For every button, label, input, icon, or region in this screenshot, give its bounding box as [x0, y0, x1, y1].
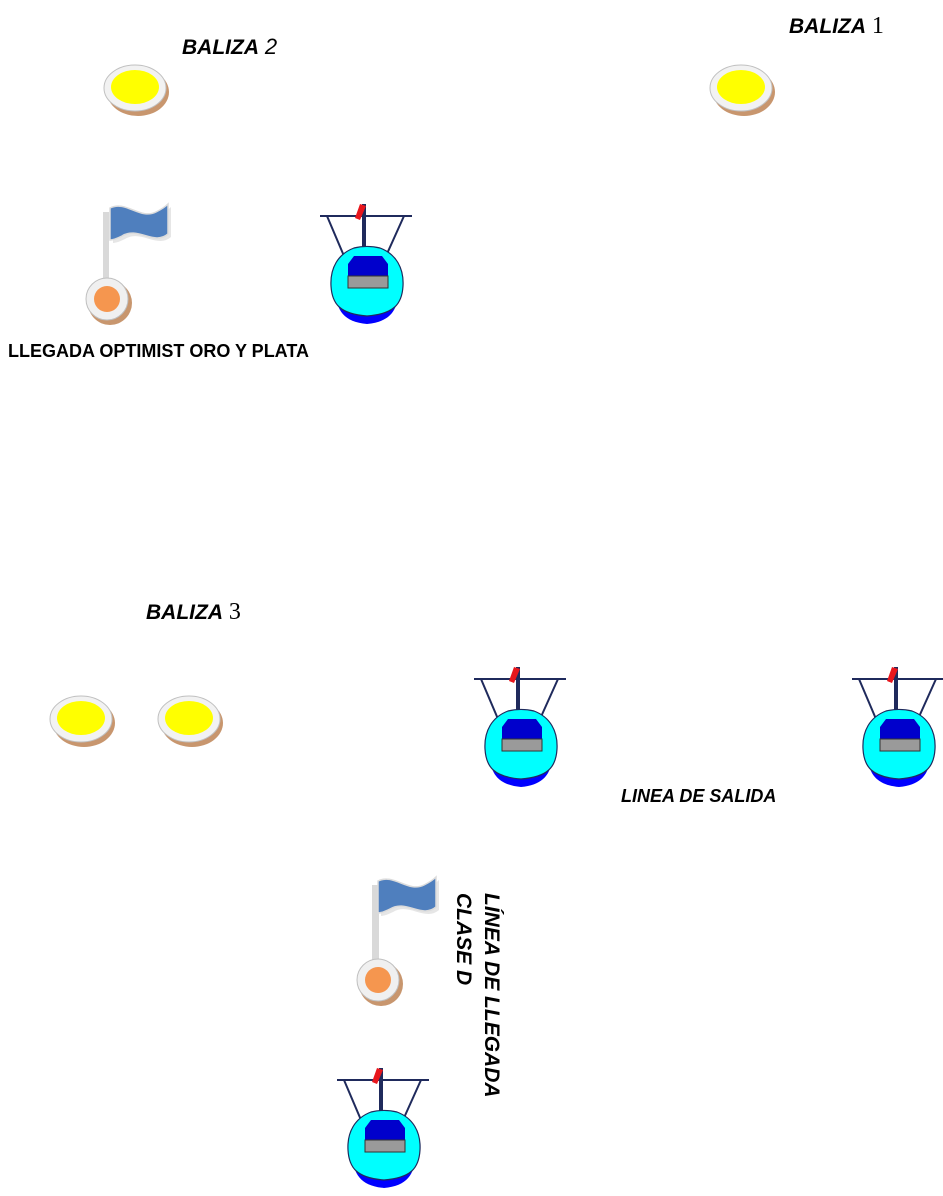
mark-1-label: BALIZA 1 [789, 13, 884, 39]
yellow-buoy-icon [709, 64, 775, 116]
mark-2-label: BALIZA 2 [182, 34, 278, 59]
optimist-finish-label: LLEGADA OPTIMIST ORO Y PLATA [8, 341, 310, 361]
yellow-buoy-icon [157, 695, 223, 747]
finish-line-class-d-label: LÍNEA DE LLEGADA CLASE D [452, 893, 503, 1098]
committee-boat-icon [337, 1068, 429, 1188]
yellow-buoy-icon [49, 695, 115, 747]
finish-flag-icon [356, 875, 439, 1006]
finish-flag-icon [85, 202, 171, 325]
committee-boat-icon [320, 204, 412, 324]
committee-boat-icon [852, 667, 943, 787]
start-line-label: LINEA DE SALIDA [621, 786, 777, 806]
committee-boat-icon [474, 667, 566, 787]
mark-3-label: BALIZA 3 [146, 599, 241, 625]
yellow-buoy-icon [103, 64, 169, 116]
